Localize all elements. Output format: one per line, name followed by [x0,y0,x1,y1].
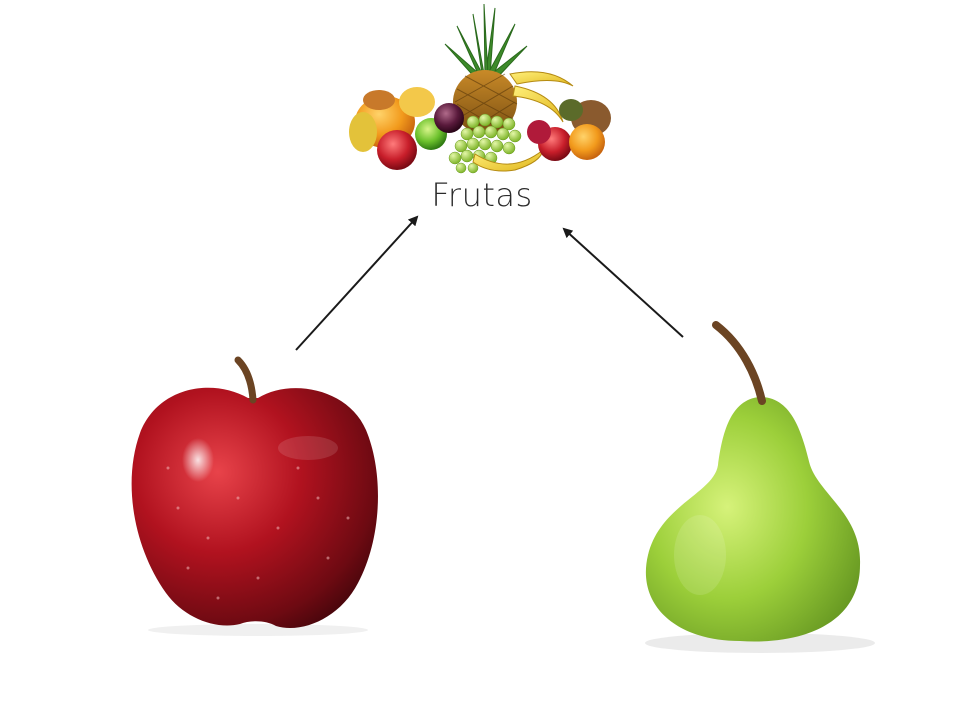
parent-label: Frutas [431,176,533,214]
red-apple-image [131,356,378,636]
green-pear-image [645,321,875,653]
fruit-pile-image [349,4,611,174]
arrow-pear-to-parent [562,227,684,338]
arrow-apple-to-parent [295,215,419,351]
